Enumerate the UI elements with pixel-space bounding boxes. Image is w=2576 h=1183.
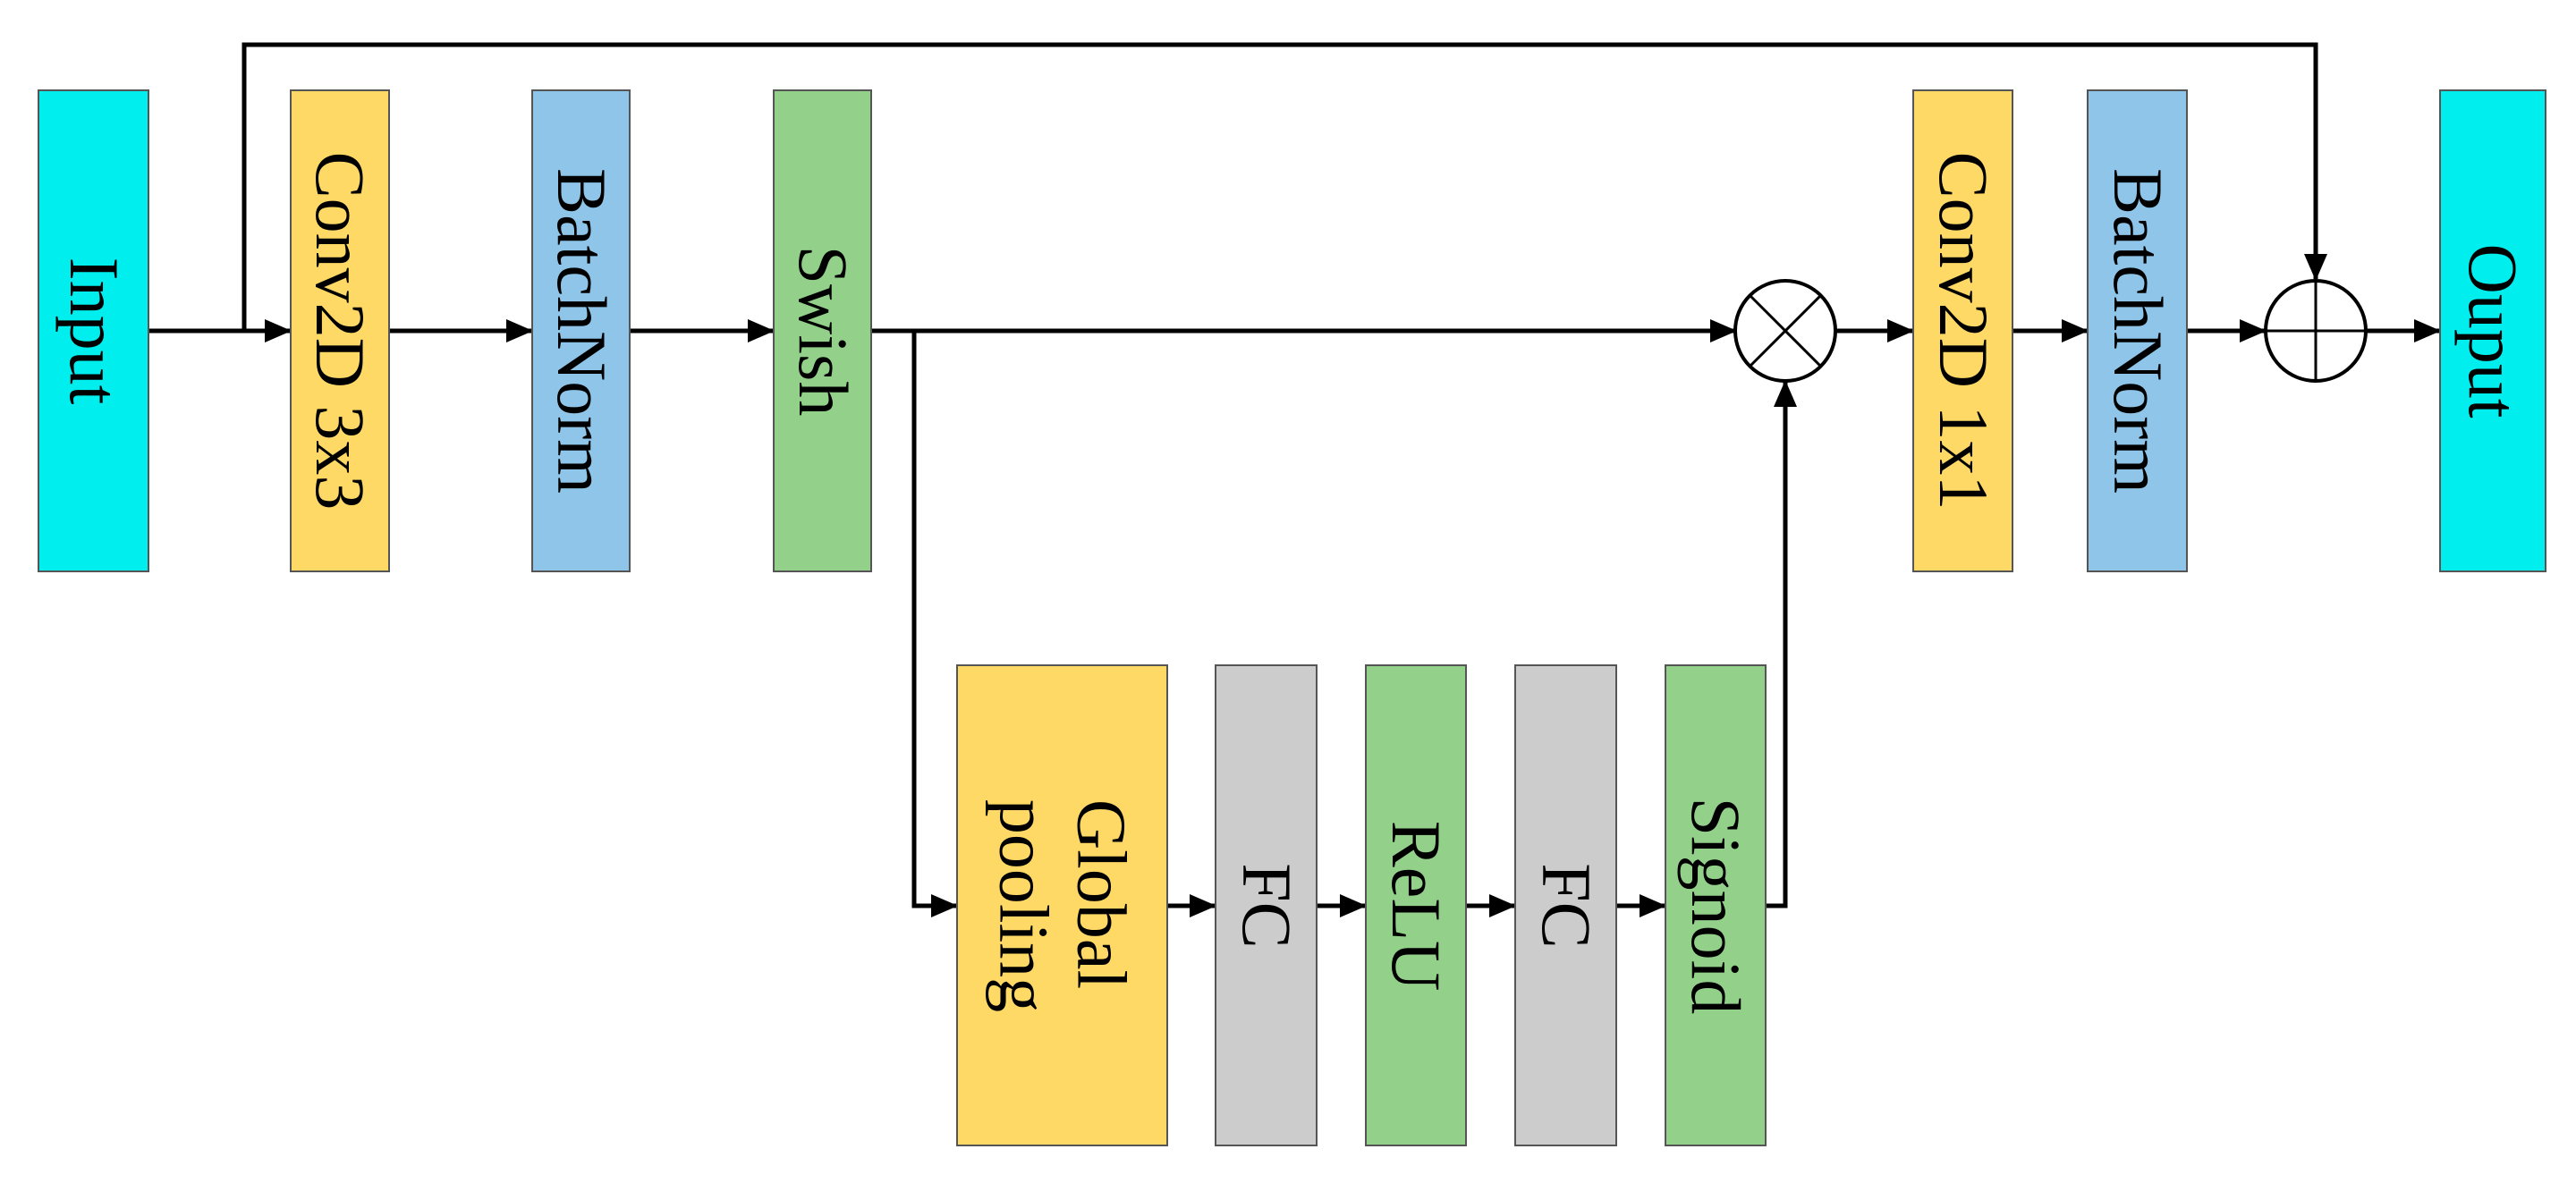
conv2d-3x3-label: Conv2D 3x3 <box>301 151 379 511</box>
fc-block-2: FC <box>1514 664 1617 1146</box>
conv2d-1x1-block: Conv2D 1x1 <box>1912 89 2013 572</box>
swish-label: Swish <box>784 245 862 417</box>
sigmoid-label: Signoid <box>1677 797 1755 1014</box>
global-pooling-line-2: pooling <box>984 799 1063 1012</box>
multiply-operator <box>1733 279 1837 383</box>
input-block: Input <box>38 89 149 572</box>
relu-label: ReLU <box>1377 820 1455 991</box>
skip-connection <box>242 42 2327 331</box>
add-operator <box>2264 279 2368 383</box>
batchnorm-block-2: BatchNorm <box>2087 89 2188 572</box>
swish-block: Swish <box>773 89 872 572</box>
fc-label-1: FC <box>1227 862 1306 949</box>
global-pooling-block: Global pooling <box>956 664 1168 1146</box>
fc-block-1: FC <box>1215 664 1318 1146</box>
conv2d-3x3-block: Conv2D 3x3 <box>290 89 390 572</box>
batchnorm-label-1: BatchNorm <box>542 168 621 494</box>
arrow-swish-pool <box>911 331 958 917</box>
output-block: Ouput <box>2439 89 2546 572</box>
arrow-sigmoid-multiply <box>1767 380 1797 908</box>
conv2d-1x1-label: Conv2D 1x1 <box>1924 151 2003 511</box>
batchnorm-block-1: BatchNorm <box>531 89 631 572</box>
relu-block: ReLU <box>1365 664 1467 1146</box>
fc-label-2: FC <box>1527 862 1606 949</box>
global-pooling-label: Global pooling <box>984 799 1140 1011</box>
sigmoid-block: Signoid <box>1665 664 1767 1146</box>
global-pooling-line-1: Global <box>1062 799 1140 989</box>
batchnorm-label-2: BatchNorm <box>2098 168 2177 494</box>
input-label: Input <box>55 257 133 405</box>
output-label: Ouput <box>2454 243 2532 418</box>
